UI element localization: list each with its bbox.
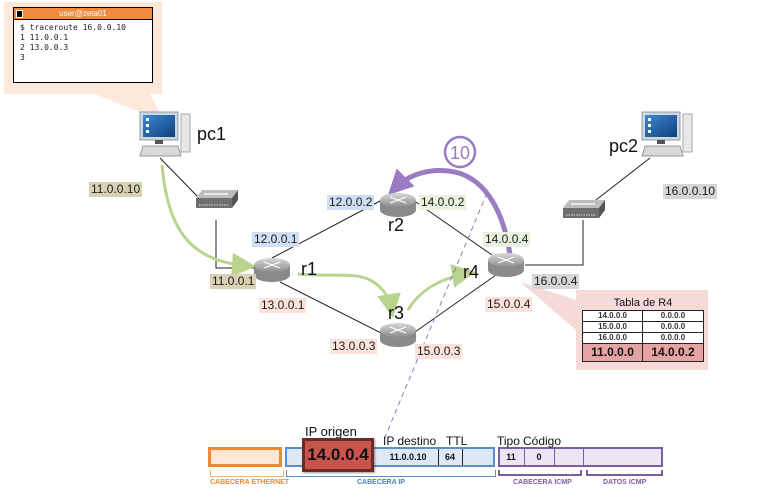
ip-pc2: 16.0.0.10 [663, 184, 718, 199]
table-callout-pointer [520, 282, 576, 330]
link-r1-r3 [279, 281, 386, 336]
ip-header-brace [286, 470, 496, 477]
icmp-code-field: 0 [536, 452, 542, 462]
icmp-header-label: CABECERA ICMP [513, 479, 572, 486]
ip-r3-r1: 13.0.0.3 [330, 339, 378, 354]
ttl-field: 64 [444, 452, 455, 462]
table-row: 15.0.0.0 0.0.0.0 [581, 321, 704, 333]
source-ip-label: IP origen [305, 424, 357, 439]
switch-1-icon [196, 190, 238, 208]
routing-table-r4: Tabla de R4 14.0.0.0 0.0.0.0 15.0.0.0 0.… [581, 296, 704, 362]
ip-r4-r2: 14.0.0.4 [483, 232, 531, 247]
link-r4-switch2 [525, 220, 584, 266]
ip-r1-r2: 12.0.0.1 [252, 232, 300, 247]
table-cell-destination: 16.0.0.0 [581, 332, 644, 344]
node-label-r2: r2 [388, 215, 405, 235]
icmp-return-arrow [387, 168, 513, 256]
terminal-line: 2 13.0.0.3 [20, 43, 69, 52]
switch-2-icon [563, 200, 605, 218]
routing-table-grid: 14.0.0.0 0.0.0.0 15.0.0.0 0.0.0.0 16.0.0… [581, 310, 704, 362]
window-menu-icon[interactable] [16, 10, 23, 18]
source-ip-field: 14.0.0.4 [302, 438, 374, 472]
icmp-code-label: Código [523, 434, 562, 448]
link-pc1-switch1 [159, 157, 199, 198]
ip-pc1: 11.0.0.10 [89, 182, 143, 197]
path-r1-r3 [297, 272, 401, 318]
table-cell-destination: 14.0.0.0 [581, 310, 644, 322]
field-separator [524, 449, 525, 465]
table-row: 16.0.0.0 0.0.0.0 [581, 332, 704, 344]
step-badge-circle [443, 135, 477, 169]
table-cell-gateway: 0.0.0.0 [642, 310, 704, 322]
pc2-computer-icon [641, 111, 693, 157]
icmp-type-field: 11 [506, 452, 516, 462]
pc1-computer-icon [139, 111, 191, 157]
router-r2-icon [380, 193, 416, 217]
ethernet-header-box [208, 447, 282, 467]
field-separator [462, 449, 463, 465]
icmp-header-brace [498, 470, 582, 476]
terminal-line: $ traceroute 16.0.0.10 [20, 23, 126, 32]
path-r3-r4 [406, 264, 476, 311]
ttl-label: TTL [446, 434, 468, 448]
ip-r2-r4: 14.0.0.2 [419, 195, 467, 210]
terminal-line: 3 [20, 53, 25, 62]
router-r4-icon [488, 253, 524, 277]
ethernet-header-label: CABECERA ETHERNET [210, 479, 290, 486]
node-label-r1: r1 [301, 259, 318, 279]
field-separator [554, 449, 555, 465]
ip-r3-r4: 15.0.0.3 [415, 344, 463, 359]
link-switch2-pc2 [595, 157, 651, 201]
path-pc1-r1 [160, 164, 256, 277]
icmp-type-label: Tipo [497, 434, 520, 448]
table-cell-destination: 15.0.0.0 [581, 321, 644, 333]
node-label-r4: r4 [463, 262, 480, 282]
terminal-output: $ traceroute 16.0.0.10 1 11.0.0.1 2 13.0… [14, 20, 152, 66]
table-row-highlighted: 11.0.0.0 14.0.0.2 [581, 343, 704, 362]
ip-r4-lan: 16.0.0.4 [532, 274, 580, 289]
table-row: 14.0.0.0 0.0.0.0 [581, 310, 704, 322]
icmp-data-label: DATOS ICMP [603, 479, 647, 486]
link-r3-r4 [414, 274, 497, 333]
icmp-message-box [498, 447, 663, 467]
ip-header-label: CABECERA IP [357, 479, 405, 486]
node-label-pc2: pc2 [609, 136, 639, 156]
terminal-titlebar: user@zeta01 [14, 8, 152, 20]
ip-r4-r3: 15.0.0.4 [485, 297, 533, 312]
routing-table-title: Tabla de R4 [613, 297, 673, 309]
table-cell-destination: 11.0.0.0 [581, 343, 644, 362]
table-cell-gateway: 0.0.0.0 [642, 321, 704, 333]
node-label-r3: r3 [388, 303, 405, 323]
step-badge-number: 10 [450, 143, 470, 163]
ip-r1-lan: 11.0.0.1 [210, 274, 257, 289]
node-label-pc1: pc1 [197, 124, 227, 144]
icmp-data-brace [586, 470, 663, 476]
field-separator [438, 449, 439, 465]
table-cell-gateway: 0.0.0.0 [642, 332, 704, 344]
terminal-line: 1 11.0.0.1 [20, 33, 69, 42]
ip-r1-r3: 13.0.0.1 [259, 298, 307, 313]
field-separator [583, 449, 584, 465]
ethernet-header-brace [210, 470, 284, 477]
table-cell-gateway: 14.0.0.2 [642, 343, 704, 362]
destination-ip-field: 11.0.0.10 [389, 452, 427, 462]
router-r1-icon [254, 258, 290, 282]
terminal-title: user@zeta01 [59, 9, 107, 18]
ip-r2-r1: 12.0.0.2 [327, 195, 375, 210]
router-r3-icon [380, 323, 416, 347]
destination-ip-label: IP destino [383, 434, 437, 448]
terminal-window: user@zeta01 $ traceroute 16.0.0.10 1 11.… [13, 7, 153, 83]
